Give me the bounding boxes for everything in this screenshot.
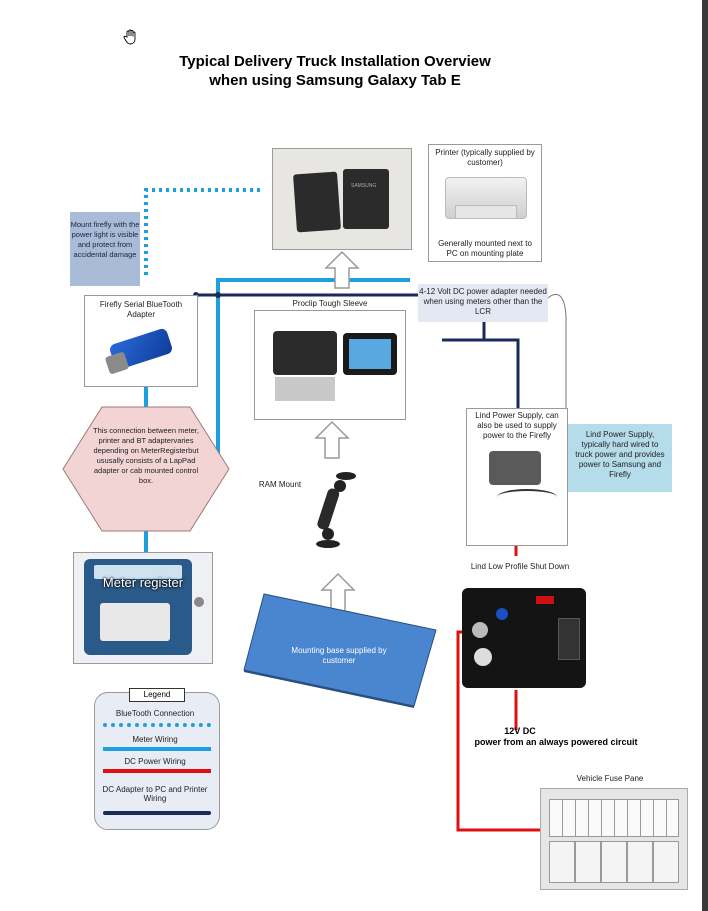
page-title: Typical Delivery Truck Installation Over…: [179, 53, 491, 70]
mount-firefly-note: Mount firefly with the power light is vi…: [70, 212, 140, 286]
proclip-photo: [273, 331, 337, 375]
proclip-box: Proclip Tough Sleeve: [254, 299, 406, 420]
mounting-base: Mounting base supplied by customer: [240, 590, 440, 708]
printer-mount-note: Generally mounted next to PC on mounting…: [438, 239, 532, 258]
legend-bluetooth-line: [103, 723, 211, 727]
mounting-base-label: Mounting base supplied by customer: [291, 646, 387, 665]
legend-bluetooth-label: BlueTooth Connection: [115, 709, 195, 718]
legend-dc-power-label: DC Power Wiring: [124, 757, 186, 766]
power-12v-description: power from an always powered circuit: [474, 737, 638, 747]
legend-dc-adapter-label: DC Adapter to PC and Printer Wiring: [102, 785, 208, 803]
bluetooth-connection-line: [144, 188, 262, 275]
samsung-tablet-photo: SAMSUNG: [272, 148, 412, 250]
firefly-adapter-box: Firefly Serial BlueTooth Adapter: [84, 295, 198, 387]
lind-supply-label: Lind Power Supply, can also be used to s…: [475, 411, 559, 440]
fuse-panel-photo: [540, 788, 688, 890]
lind-supply-note: Lind Power Supply, typically hard wired …: [568, 424, 672, 492]
legend-title: Legend: [129, 688, 185, 702]
page-subtitle: when using Samsung Galaxy Tab E: [209, 72, 461, 89]
dc-adapter-note: 4-12 Volt DC power adapter needed when u…: [418, 284, 548, 322]
connection-hexagon: This connection between meter, printer a…: [62, 406, 230, 532]
dc-adapter-wire-lind: [442, 338, 520, 408]
up-arrow-icon: [322, 250, 362, 290]
power-12v-label: 12V DC: [504, 726, 536, 736]
lind-shutdown-label: Lind Low Profile Shut Down: [470, 562, 570, 571]
ram-mount-photo: [310, 470, 360, 550]
legend-box: Legend BlueTooth Connection Meter Wiring…: [94, 688, 220, 830]
ram-mount-label: RAM Mount: [258, 480, 302, 489]
printer-box: Printer (typically supplied by customer)…: [428, 144, 542, 262]
fuse-panel-label: Vehicle Fuse Pane: [576, 774, 644, 783]
printer-label: Printer (typically supplied by customer): [435, 148, 535, 167]
meter-register-label: Meter register: [102, 575, 184, 590]
hand-cursor-icon: [122, 28, 140, 46]
legend-dc-adapter-line: [103, 811, 211, 815]
proclip-label: Proclip Tough Sleeve: [292, 299, 368, 308]
lind-power-supply-box: Lind Power Supply, can also be used to s…: [466, 408, 568, 546]
legend-dc-power-line: [103, 769, 211, 773]
lind-supply-photo: [489, 451, 541, 485]
legend-meter-line: [103, 747, 211, 751]
lind-shutdown-photo: [462, 588, 586, 688]
firefly-adapter-label: Firefly Serial BlueTooth Adapter: [99, 300, 183, 319]
meter-register-box: Meter register: [73, 552, 213, 664]
up-arrow-icon: [312, 420, 352, 460]
adapter-cable: [547, 293, 567, 420]
legend-meter-label: Meter Wiring: [132, 735, 178, 744]
connection-note: This connection between meter, printer a…: [93, 426, 199, 485]
